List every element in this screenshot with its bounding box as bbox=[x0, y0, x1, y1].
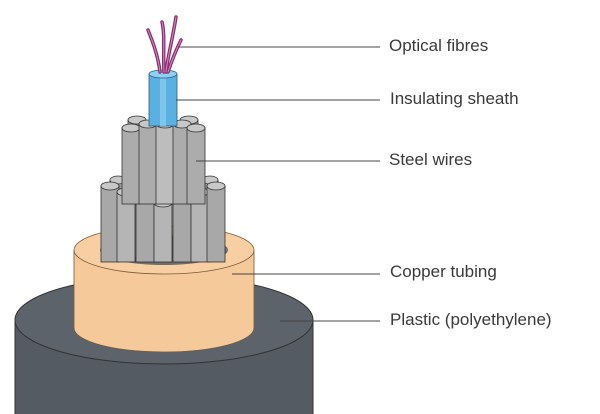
steel-wire bbox=[153, 198, 173, 263]
leader-lines bbox=[176, 46, 380, 322]
steel-wire bbox=[206, 181, 226, 263]
steel-wire bbox=[172, 119, 192, 205]
label-copper-tubing: Copper tubing bbox=[390, 262, 497, 281]
label-optical-fibres: Optical fibres bbox=[389, 36, 489, 55]
label-insulating-sheath: Insulating sheath bbox=[390, 89, 519, 108]
steel-wire bbox=[155, 119, 175, 205]
inner-steel-wires bbox=[121, 115, 206, 205]
insulating-sheath-tube bbox=[148, 69, 178, 127]
steel-wire bbox=[138, 119, 158, 205]
steel-wire bbox=[186, 123, 206, 205]
steel-wire bbox=[121, 123, 141, 205]
label-steel-wires: Steel wires bbox=[389, 150, 473, 169]
steel-wire bbox=[100, 181, 120, 263]
label-plastic: Plastic (polyethylene) bbox=[390, 310, 552, 329]
